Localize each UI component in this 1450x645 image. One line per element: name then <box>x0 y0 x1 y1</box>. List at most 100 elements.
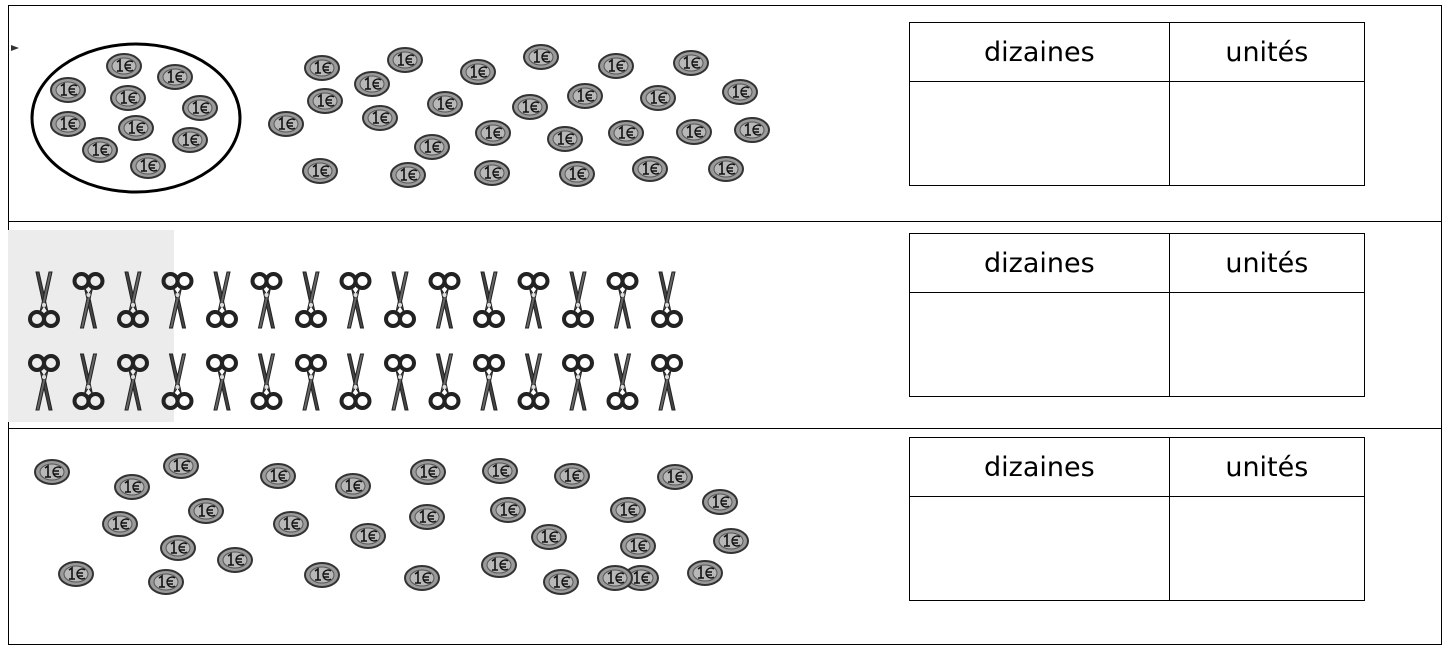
ones-answer-cell[interactable] <box>1168 292 1366 397</box>
tens-header: dizaines <box>909 233 1170 293</box>
row-divider <box>8 221 1442 222</box>
scissors-icon <box>428 272 461 329</box>
one-euro-coin-icon <box>404 565 440 591</box>
one-euro-coin-icon <box>475 120 511 146</box>
scissors-icon <box>72 272 105 329</box>
one-euro-coin-icon <box>598 53 634 79</box>
ones-header: unités <box>1168 233 1366 293</box>
one-euro-coin-icon <box>307 88 343 114</box>
one-euro-coin-icon <box>82 137 118 163</box>
scissors-icon <box>250 353 283 410</box>
scissors-icon <box>428 353 461 410</box>
one-euro-coin-icon <box>172 127 208 153</box>
one-euro-coin-icon <box>734 117 770 143</box>
one-euro-coin-icon <box>188 498 224 524</box>
one-euro-coin-icon <box>543 569 579 595</box>
one-euro-coin-icon <box>559 161 595 187</box>
one-euro-coin-icon <box>157 64 193 90</box>
scissors-icon <box>295 354 327 411</box>
scissors-icon <box>606 353 639 410</box>
ones-answer-cell[interactable] <box>1168 81 1366 186</box>
exercise-2-table: dizaines unités <box>909 233 1366 397</box>
ones-header: unités <box>1168 437 1366 497</box>
one-euro-coin-icon <box>722 79 758 105</box>
one-euro-coin-icon <box>620 533 656 559</box>
scissors-icon <box>651 354 683 411</box>
one-euro-coin-icon <box>217 547 253 573</box>
ones-header: unités <box>1168 22 1366 82</box>
one-euro-coin-icon <box>490 497 526 523</box>
one-euro-coin-icon <box>673 50 709 76</box>
one-euro-coin-icon <box>597 565 633 591</box>
one-euro-coin-icon <box>523 44 559 70</box>
one-euro-coin-icon <box>632 156 668 182</box>
one-euro-coin-icon <box>304 562 340 588</box>
worksheet: dizaines unités dizaines unités dizaines… <box>8 5 1442 645</box>
one-euro-coin-icon <box>512 94 548 120</box>
scissors-icon <box>117 271 149 328</box>
scissors-icon <box>606 272 639 329</box>
one-euro-coin-icon <box>554 463 590 489</box>
group-of-ten-circle <box>30 42 242 194</box>
one-euro-coin-icon <box>50 77 86 103</box>
scissors-icon <box>161 272 194 329</box>
one-euro-coin-icon <box>273 511 309 537</box>
scissors-icon <box>473 354 505 411</box>
scissors-icon <box>339 272 372 329</box>
one-euro-coin-icon <box>106 53 142 79</box>
row-marker-icon <box>11 45 19 51</box>
one-euro-coin-icon <box>414 134 450 160</box>
one-euro-coin-icon <box>460 59 496 85</box>
row-divider <box>8 428 1442 429</box>
scissors-icon <box>28 271 60 328</box>
one-euro-coin-icon <box>410 459 446 485</box>
coin-group <box>34 453 749 595</box>
scissors-icon <box>117 354 149 411</box>
one-euro-coin-icon <box>354 71 390 97</box>
exercise-3-picture <box>34 453 749 595</box>
one-euro-coin-icon <box>163 453 199 479</box>
coin-group <box>50 44 770 188</box>
tens-header: dizaines <box>909 437 1170 497</box>
ones-answer-cell[interactable] <box>1168 496 1366 601</box>
one-euro-coin-icon <box>260 463 296 489</box>
scissors-icon <box>72 353 105 410</box>
one-euro-coin-icon <box>350 523 386 549</box>
scissors-icon <box>517 353 550 410</box>
scissors-icon <box>28 354 60 411</box>
tens-answer-cell[interactable] <box>909 81 1170 186</box>
one-euro-coin-icon <box>567 83 603 109</box>
scissors-icon <box>250 272 283 329</box>
one-euro-coin-icon <box>118 115 154 141</box>
one-euro-coin-icon <box>390 162 426 188</box>
scissors-icon <box>384 271 416 328</box>
one-euro-coin-icon <box>687 560 723 586</box>
one-euro-coin-icon <box>657 464 693 490</box>
one-euro-coin-icon <box>335 473 371 499</box>
one-euro-coin-icon <box>130 153 166 179</box>
one-euro-coin-icon <box>362 105 398 131</box>
one-euro-coin-icon <box>304 55 340 81</box>
tens-answer-cell[interactable] <box>909 496 1170 601</box>
scissors-icon <box>384 354 416 411</box>
one-euro-coin-icon <box>409 504 445 530</box>
one-euro-coin-icon <box>268 111 304 137</box>
scissors-icon <box>206 354 238 411</box>
tens-answer-cell[interactable] <box>909 292 1170 397</box>
one-euro-coin-icon <box>610 497 646 523</box>
scissors-icon <box>562 354 594 411</box>
one-euro-coin-icon <box>608 120 644 146</box>
scissors-icon <box>562 271 594 328</box>
one-euro-coin-icon <box>387 47 423 73</box>
exercise-1-table: dizaines unités <box>909 22 1366 186</box>
one-euro-coin-icon <box>474 160 510 186</box>
one-euro-coin-icon <box>58 561 94 587</box>
one-euro-coin-icon <box>713 528 749 554</box>
scissors-icon <box>473 271 505 328</box>
one-euro-coin-icon <box>481 552 517 578</box>
one-euro-coin-icon <box>708 156 744 182</box>
one-euro-coin-icon <box>110 85 146 111</box>
scissors-group <box>28 271 683 411</box>
scissors-icon <box>339 353 372 410</box>
tens-header: dizaines <box>909 22 1170 82</box>
